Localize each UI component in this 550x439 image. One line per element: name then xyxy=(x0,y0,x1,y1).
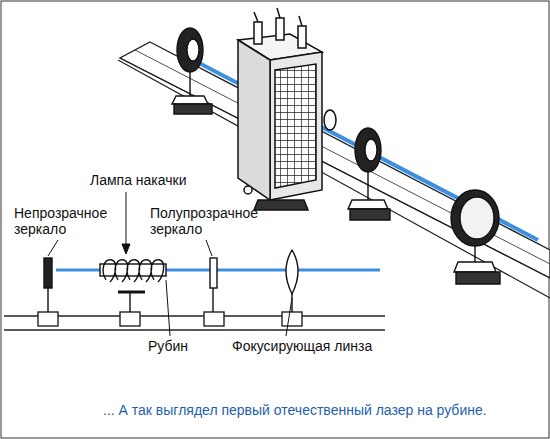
ruby-with-lamp xyxy=(100,260,166,312)
lens-mount xyxy=(451,190,500,284)
semitransparent-mirror-mount xyxy=(348,128,390,220)
semitransparent-mirror-label: Полупрозрачное зеркало xyxy=(150,205,266,237)
lens-symbol xyxy=(286,250,298,312)
opaque-mirror-label: Непрозрачное зеркало xyxy=(14,205,114,237)
opaque-mirror-symbol xyxy=(44,258,52,312)
semitransparent-mirror-symbol xyxy=(210,258,217,312)
optical-bench xyxy=(118,42,550,298)
mirror-mount xyxy=(172,28,212,114)
pump-lamp-label: Лампа накачки xyxy=(90,172,220,188)
schematic-rail xyxy=(4,312,385,330)
pump-lamp-housing xyxy=(238,8,336,210)
caption: ... А так выглядел первый отечественный … xyxy=(103,402,487,418)
ruby-label: Рубин xyxy=(148,338,208,354)
lens-label: Фокусирующая линза xyxy=(232,338,392,354)
